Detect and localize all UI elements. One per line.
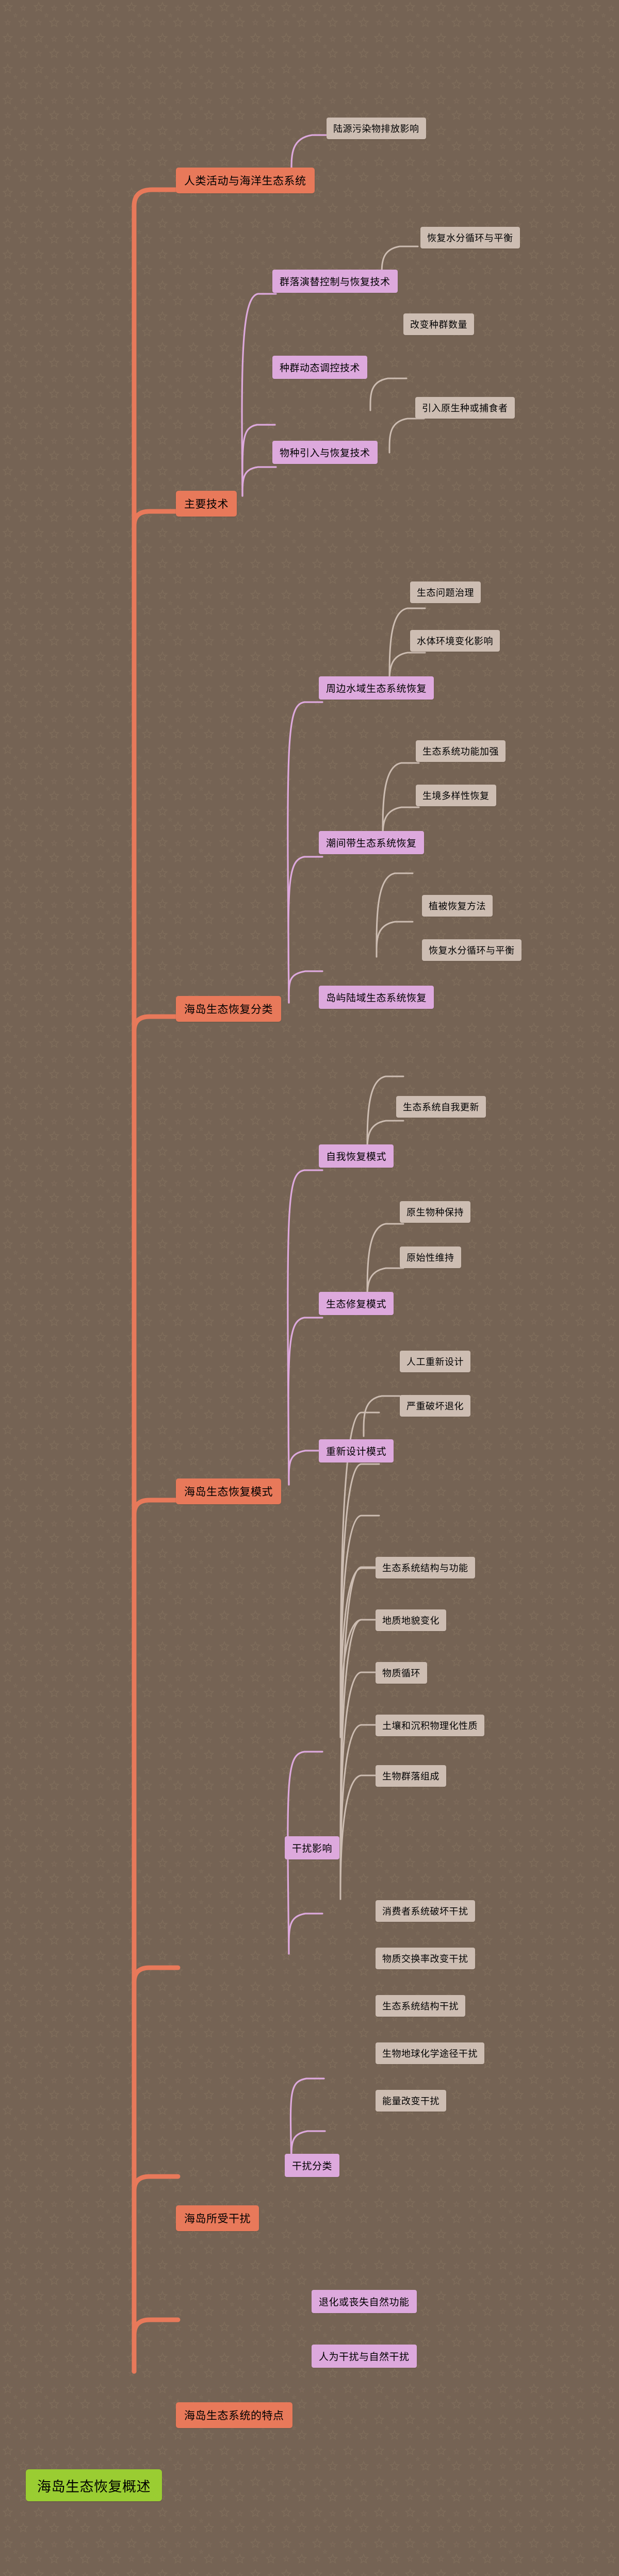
node-geological-landform-change[interactable]: 地质地貌变化 <box>376 1609 446 1631</box>
node-biological-community-composition[interactable]: 生物群落组成 <box>376 1765 446 1787</box>
node-label: 物质交换率改变干扰 <box>382 1954 468 1964</box>
node-label: 人工重新设计 <box>406 1357 464 1367</box>
node-label: 消费者系统破坏干扰 <box>382 1906 468 1917</box>
node-native-species-retention[interactable]: 原生物种保持 <box>400 1201 470 1223</box>
node-label: 引入原生种或捕食者 <box>422 403 508 413</box>
node-label: 恢复水分循环与平衡 <box>427 233 513 243</box>
node-population-dynamics-regulation-tech[interactable]: 种群动态调控技术 <box>272 356 368 379</box>
node-community-succession-control-tech[interactable]: 群落演替控制与恢复技术 <box>272 270 398 293</box>
node-label: 退化或丧失自然功能 <box>319 2297 410 2308</box>
node-label: 生境多样性恢复 <box>422 791 490 801</box>
node-label: 海岛所受干扰 <box>184 2213 251 2225</box>
node-label: 潮间带生态系统恢复 <box>326 838 417 849</box>
node-self-restoration-mode[interactable]: 自我恢复模式 <box>319 1144 394 1168</box>
node-label: 生态系统功能加强 <box>422 746 499 757</box>
node-severe-damage-degradation[interactable]: 严重破坏退化 <box>400 1395 470 1417</box>
node-label: 自我恢复模式 <box>326 1152 387 1162</box>
node-label: 生态系统结构与功能 <box>382 1563 468 1573</box>
node-label: 主要技术 <box>184 498 229 510</box>
node-label: 周边水域生态系统恢复 <box>326 684 427 694</box>
node-island-disturbances[interactable]: 海岛所受干扰 <box>176 2205 259 2231</box>
node-disturbance-classification[interactable]: 干扰分类 <box>285 2154 340 2177</box>
node-primitiveness-maintenance[interactable]: 原始性维持 <box>400 1247 461 1268</box>
node-biogeochemical-pathway-disturbance[interactable]: 生物地球化学途径干扰 <box>376 2042 484 2064</box>
node-label: 地质地貌变化 <box>382 1616 439 1626</box>
node-label: 海岛生态恢复模式 <box>184 1486 273 1498</box>
node-degraded-or-lost-natural-function[interactable]: 退化或丧失自然功能 <box>312 2290 417 2313</box>
node-label: 生态修复模式 <box>326 1299 387 1310</box>
node-vegetation-restoration-method[interactable]: 植被恢复方法 <box>422 895 493 917</box>
node-label: 生物地球化学途径干扰 <box>382 2049 478 2059</box>
node-label: 植被恢复方法 <box>429 901 486 911</box>
node-label: 水体环境变化影响 <box>417 636 493 646</box>
node-label: 海岛生态恢复分类 <box>184 1004 273 1016</box>
node-consumer-system-destruction-disturbance[interactable]: 消费者系统破坏干扰 <box>376 1900 475 1922</box>
node-label: 海岛生态系统的特点 <box>184 2410 284 2422</box>
node-artificial-redesign[interactable]: 人工重新设计 <box>400 1351 470 1372</box>
node-label: 生态问题治理 <box>417 588 474 598</box>
node-restore-water-cycle-balance-b[interactable]: 恢复水分循环与平衡 <box>422 939 522 961</box>
node-label: 重新设计模式 <box>326 1447 387 1457</box>
node-label: 严重破坏退化 <box>406 1401 464 1411</box>
node-anthropogenic-and-natural-disturbance[interactable]: 人为干扰与自然干扰 <box>312 2345 417 2368</box>
node-label: 恢复水分循环与平衡 <box>429 945 515 956</box>
node-redesign-mode[interactable]: 重新设计模式 <box>319 1439 394 1462</box>
node-species-introduction-restoration-tech[interactable]: 物种引入与恢复技术 <box>272 441 378 464</box>
node-human-activity-marine-ecosystem[interactable]: 人类活动与海洋生态系统 <box>176 168 315 193</box>
node-label: 生态系统结构干扰 <box>382 2001 459 2012</box>
node-label: 原始性维持 <box>406 1253 454 1263</box>
node-label: 生物群落组成 <box>382 1771 439 1782</box>
node-island-ecological-restoration-modes[interactable]: 海岛生态恢复模式 <box>176 1478 281 1504</box>
node-soil-sediment-physicochemical-properties[interactable]: 土壤和沉积物理化性质 <box>376 1715 484 1736</box>
node-ecological-repair-mode[interactable]: 生态修复模式 <box>319 1292 394 1315</box>
node-label: 改变种群数量 <box>410 320 467 330</box>
node-label: 物种引入与恢复技术 <box>280 448 370 459</box>
node-label: 种群动态调控技术 <box>280 363 361 374</box>
node-material-exchange-rate-change-disturbance[interactable]: 物质交换率改变干扰 <box>376 1948 475 1969</box>
node-label: 海岛生态恢复概述 <box>37 2479 151 2495</box>
node-ecosystem-self-renewal[interactable]: 生态系统自我更新 <box>396 1096 486 1118</box>
node-label: 陆源污染物排放影响 <box>333 124 419 134</box>
node-change-population-size[interactable]: 改变种群数量 <box>403 313 474 335</box>
node-label: 岛屿陆域生态系统恢复 <box>326 993 427 1004</box>
node-intertidal-ecosystem-restoration[interactable]: 潮间带生态系统恢复 <box>319 831 424 854</box>
node-material-cycle[interactable]: 物质循环 <box>376 1662 427 1684</box>
node-main-technologies[interactable]: 主要技术 <box>176 491 237 517</box>
node-introduce-native-species-or-predator[interactable]: 引入原生种或捕食者 <box>415 397 515 419</box>
node-water-environment-change-impact[interactable]: 水体环境变化影响 <box>410 630 500 652</box>
node-label: 干扰分类 <box>292 2161 333 2172</box>
node-label: 人类活动与海洋生态系统 <box>184 175 306 187</box>
node-label: 物质循环 <box>382 1668 420 1678</box>
node-energy-change-disturbance[interactable]: 能量改变干扰 <box>376 2090 446 2112</box>
node-ecosystem-structure-and-function[interactable]: 生态系统结构与功能 <box>376 1557 475 1578</box>
node-surrounding-waters-ecosystem-restoration[interactable]: 周边水域生态系统恢复 <box>319 676 434 700</box>
node-island-land-ecosystem-restoration[interactable]: 岛屿陆域生态系统恢复 <box>319 986 434 1009</box>
node-land-pollution-discharge-impact[interactable]: 陆源污染物排放影响 <box>327 118 426 139</box>
node-habitat-diversity-restoration[interactable]: 生境多样性恢复 <box>416 785 496 806</box>
node-root-island-ecological-restoration-overview[interactable]: 海岛生态恢复概述 <box>26 2469 162 2501</box>
node-label: 生态系统自我更新 <box>403 1102 479 1112</box>
node-ecosystem-function-enhancement[interactable]: 生态系统功能加强 <box>416 740 506 762</box>
node-label: 人为干扰与自然干扰 <box>319 2352 410 2363</box>
node-restore-water-cycle-balance-a[interactable]: 恢复水分循环与平衡 <box>420 227 520 248</box>
node-island-ecosystem-characteristics[interactable]: 海岛生态系统的特点 <box>176 2402 292 2428</box>
node-label: 土壤和沉积物理化性质 <box>382 1721 478 1731</box>
node-island-ecological-restoration-classification[interactable]: 海岛生态恢复分类 <box>176 996 281 1022</box>
node-ecosystem-structure-disturbance[interactable]: 生态系统结构干扰 <box>376 1995 465 2017</box>
node-label: 能量改变干扰 <box>382 2096 439 2106</box>
node-label: 群落演替控制与恢复技术 <box>280 277 390 288</box>
node-ecological-problem-governance[interactable]: 生态问题治理 <box>410 581 481 603</box>
node-disturbance-impact[interactable]: 干扰影响 <box>285 1836 340 1859</box>
node-label: 干扰影响 <box>292 1843 333 1854</box>
node-label: 原生物种保持 <box>406 1207 464 1218</box>
